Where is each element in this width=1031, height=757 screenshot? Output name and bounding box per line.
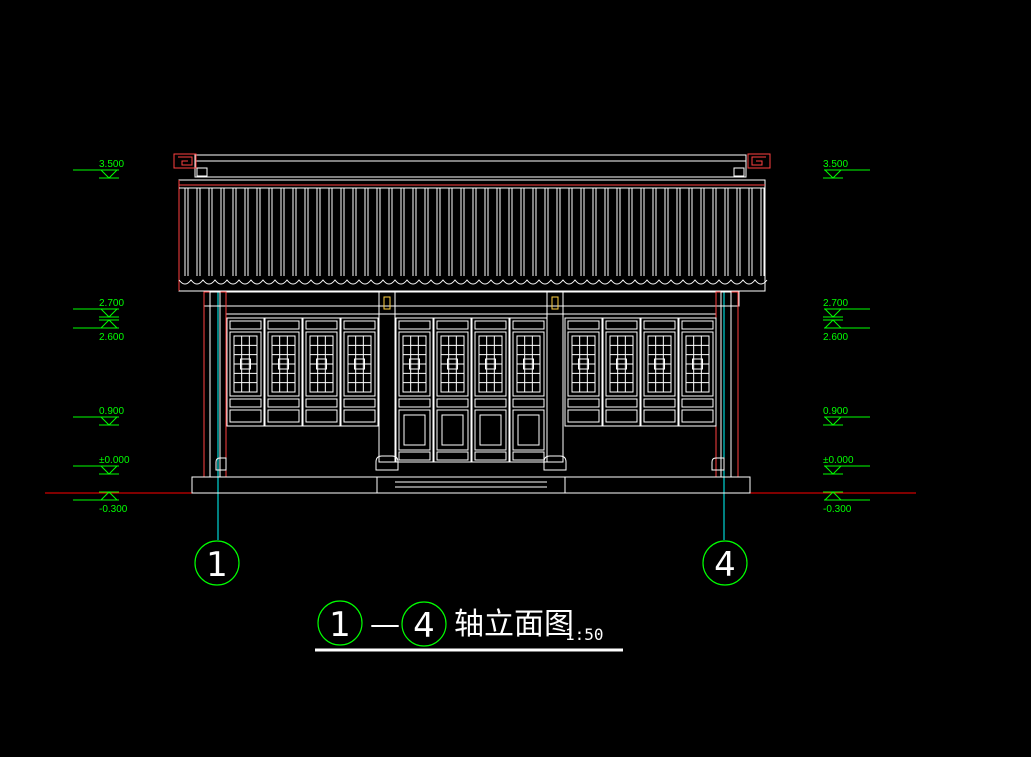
drawing-scale: 1:50 (565, 625, 604, 644)
title-text: 轴立面图 (454, 607, 574, 642)
level-value: ±0.000 (823, 455, 854, 466)
window-panels-left (226, 317, 379, 427)
level-mark: 2.700 (73, 298, 124, 318)
stone-platform (191, 476, 751, 494)
door-panels-center (395, 317, 548, 463)
column-center-right (546, 291, 564, 463)
title-dash: — (370, 607, 400, 642)
level-mark: ±0.000 (823, 455, 870, 475)
level-value: -0.300 (823, 504, 852, 515)
level-mark: 0.900 (823, 406, 870, 426)
roof-ridge (194, 154, 747, 178)
level-value: 2.600 (823, 332, 848, 343)
level-value: 2.700 (99, 298, 124, 309)
axis-bubble-1: 1 (194, 540, 240, 586)
level-value: 3.500 (823, 159, 848, 170)
axis-label-4: 4 (714, 545, 736, 585)
ridge-ornament-right (747, 153, 771, 169)
window-panels-right (564, 317, 717, 427)
building-elevation (173, 153, 771, 494)
level-mark: 2.600 (823, 319, 870, 343)
level-marks-left: 3.500 2.700 2.600 0.900 ±0.000 -0.300 (73, 159, 130, 515)
column-right (715, 291, 739, 478)
level-mark: 2.700 (823, 298, 870, 318)
axis-bubble-4: 4 (702, 540, 748, 586)
level-mark: -0.300 (73, 491, 128, 515)
level-value: 2.600 (99, 332, 124, 343)
column-base-center-right (543, 455, 567, 471)
axis-label-1: 1 (206, 545, 228, 585)
level-mark: 3.500 (73, 159, 124, 179)
title-axis-start: 1 (329, 605, 351, 645)
level-mark: 3.500 (823, 159, 870, 179)
ridge-ornament-left (173, 153, 197, 169)
level-value: 0.900 (99, 406, 124, 417)
level-value: -0.300 (99, 504, 128, 515)
level-mark: -0.300 (823, 491, 870, 515)
eave-beam (203, 291, 740, 307)
level-mark: 0.900 (73, 406, 124, 426)
level-marks-right: 3.500 2.700 2.600 0.900 ±0.000 -0.300 (823, 159, 870, 515)
level-value: 2.700 (823, 298, 848, 309)
level-mark: 2.600 (73, 319, 124, 343)
column-left (203, 291, 227, 478)
title-axis-end: 4 (413, 606, 435, 646)
level-mark: ±0.000 (73, 455, 130, 475)
level-value: 3.500 (99, 159, 124, 170)
drawing-title: 1 — 4 轴立面图 1:50 (315, 600, 623, 652)
column-center-left (378, 291, 396, 463)
level-value: ±0.000 (99, 455, 130, 466)
level-value: 0.900 (823, 406, 848, 417)
